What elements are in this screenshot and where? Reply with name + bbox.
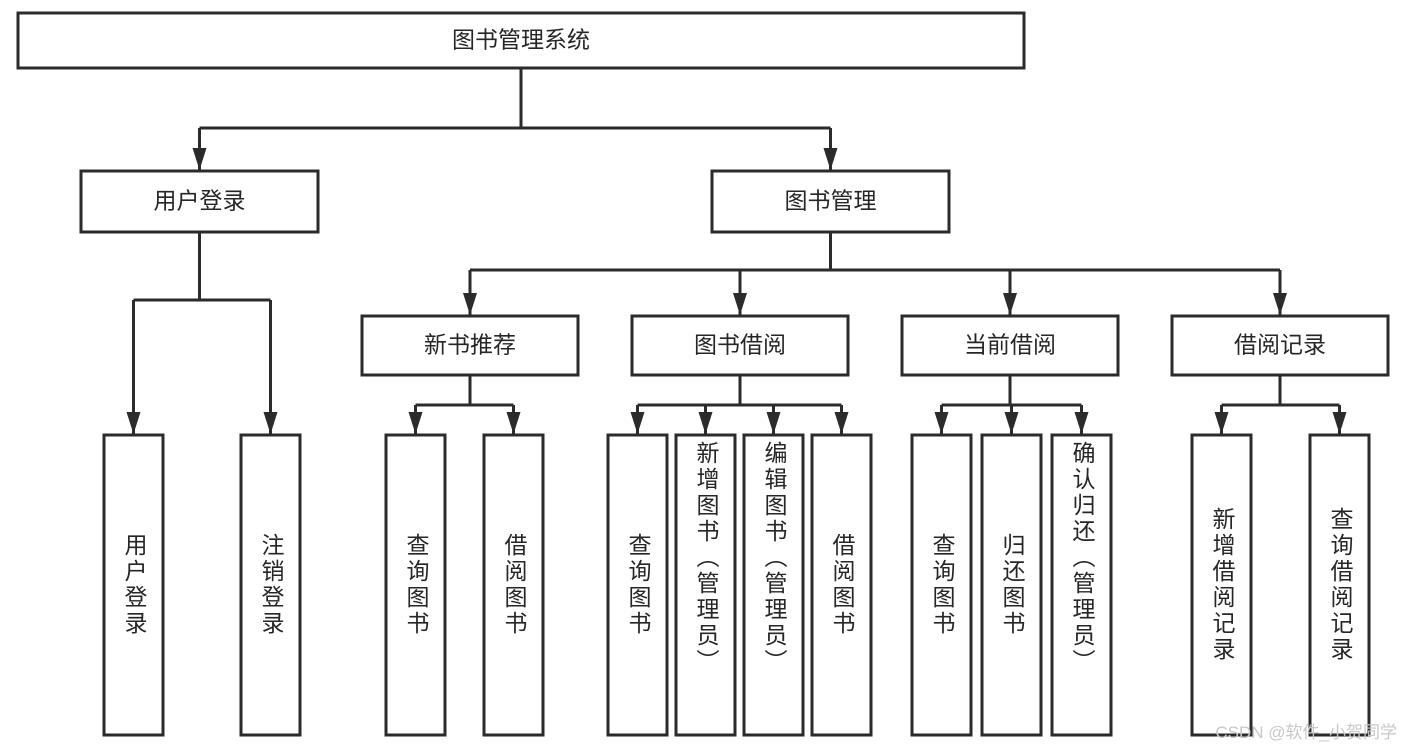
node-label-root: 图书管理系统 xyxy=(452,27,590,53)
node-box-leaf-confirm-return[interactable] xyxy=(1050,433,1113,737)
node-box-leaf-return-book[interactable] xyxy=(980,433,1043,737)
arrow-head xyxy=(1004,412,1019,434)
node-box-leaf-user-login[interactable] xyxy=(102,433,165,737)
watermark-text: CSDN @软件_小贺同学 xyxy=(1215,723,1397,742)
node-label-current-borrow: 当前借阅 xyxy=(964,332,1056,358)
arrow-head xyxy=(1214,412,1229,434)
node-label-borrow-record: 借阅记录 xyxy=(1234,332,1326,358)
arrow-head xyxy=(408,412,423,434)
node-box-leaf-add-record[interactable] xyxy=(1190,433,1253,737)
node-box-book-borrow[interactable] xyxy=(630,314,850,377)
arrow-head xyxy=(1003,293,1017,315)
arrow-head xyxy=(1273,293,1287,315)
arrow-head xyxy=(733,293,747,315)
node-box-leaf-query-record[interactable] xyxy=(1308,433,1371,737)
node-box-leaf-query-book-2[interactable] xyxy=(606,433,669,737)
node-box-current-borrow[interactable] xyxy=(900,314,1120,377)
node-box-borrow-record[interactable] xyxy=(1170,314,1390,377)
arrow-head xyxy=(698,412,713,434)
arrow-head xyxy=(630,412,645,434)
arrow-head xyxy=(823,148,838,170)
node-label-new-book-rec: 新书推荐 xyxy=(424,332,516,358)
node-box-new-book-rec[interactable] xyxy=(360,314,580,377)
node-box-leaf-user-logout[interactable] xyxy=(239,433,302,737)
node-box-leaf-borrow-book-1[interactable] xyxy=(482,433,545,737)
node-box-book-manage[interactable] xyxy=(710,169,951,234)
node-box-root[interactable] xyxy=(16,11,1026,70)
node-box-leaf-borrow-book-2[interactable] xyxy=(810,433,873,737)
connector-layer xyxy=(126,68,1347,434)
arrow-head xyxy=(766,412,781,434)
arrow-head xyxy=(263,412,278,434)
arrow-head xyxy=(506,412,521,434)
node-box-leaf-query-book-3[interactable] xyxy=(910,433,973,737)
node-layer xyxy=(16,11,1390,737)
arrow-head xyxy=(1332,412,1347,434)
node-box-user-login[interactable] xyxy=(79,169,320,234)
arrow-head xyxy=(126,412,141,434)
node-label-book-manage: 图书管理 xyxy=(785,188,877,214)
node-label-book-borrow: 图书借阅 xyxy=(694,332,786,358)
arrow-head xyxy=(934,412,949,434)
arrow-head xyxy=(192,148,207,170)
node-box-leaf-query-book-1[interactable] xyxy=(384,433,447,737)
node-box-leaf-add-book[interactable] xyxy=(674,433,737,737)
arrow-head xyxy=(1074,412,1089,434)
arrow-head xyxy=(463,293,477,315)
node-label-user-login: 用户登录 xyxy=(154,188,246,214)
node-box-leaf-edit-book[interactable] xyxy=(742,433,805,737)
arrow-head xyxy=(834,412,849,434)
